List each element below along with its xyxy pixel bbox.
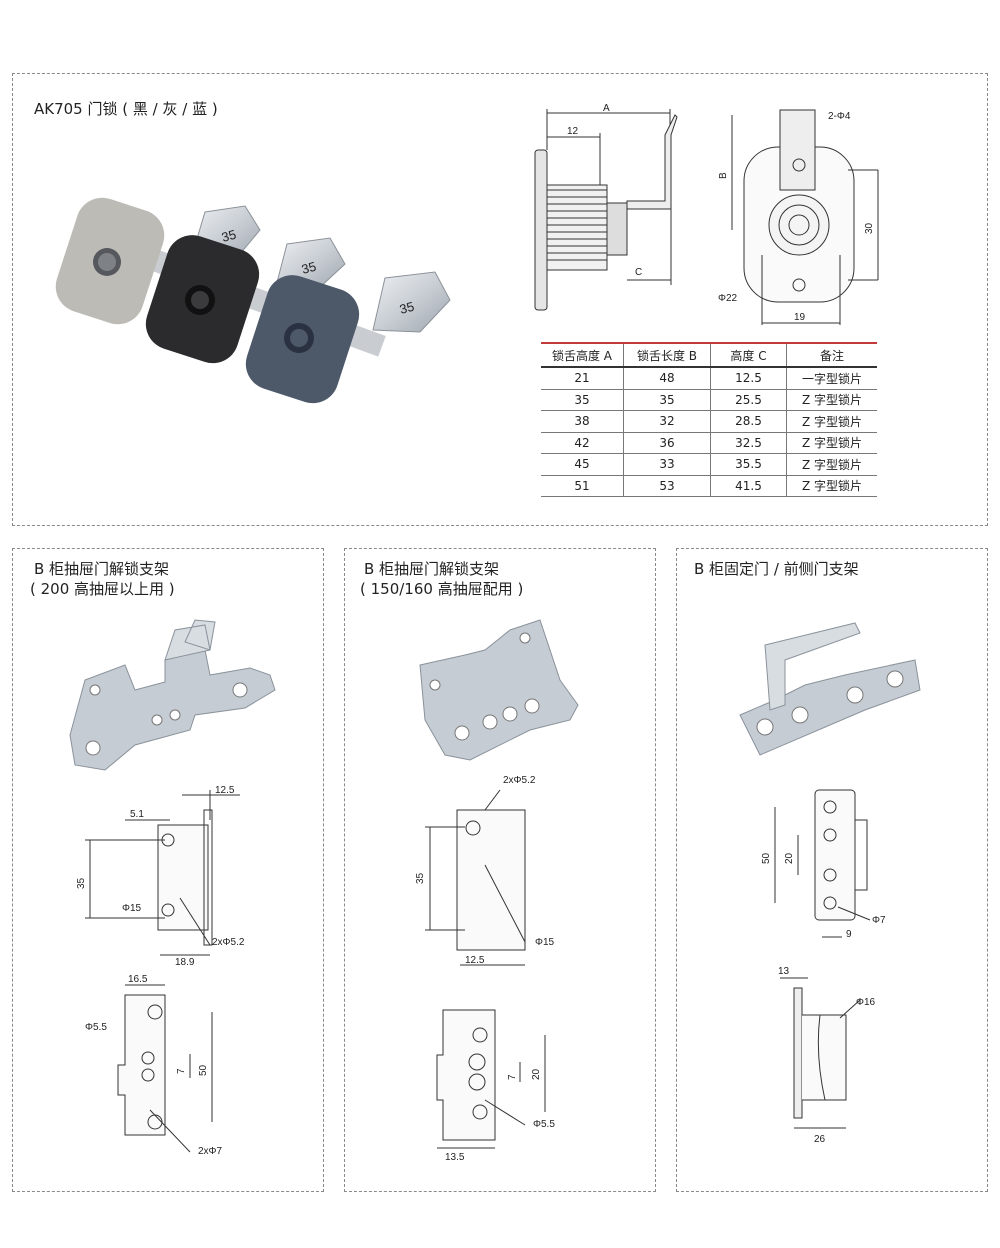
table-cell: 一字型锁片 [786,366,877,390]
tongue-label-3: 35 [398,299,416,317]
panel3-drawing-top: 50 20 Φ7 9 [761,789,886,940]
table-cell: 38 [541,410,624,433]
tongue-label-2: 35 [300,259,318,277]
lock-side-view-drawing: A 12 C [534,103,678,311]
table-cell: 32.5 [710,431,787,454]
p1-dim-2phi7: 2xΦ7 [198,1146,223,1157]
p1-dim-7: 7 [176,1068,187,1074]
panel1-drawing-top: 12.5 5.1 35 Φ15 2xΦ5.2 18.9 [76,785,245,968]
p2-dim-13-5: 13.5 [445,1152,465,1163]
p3-dim-50: 50 [761,852,772,864]
dim-30: 30 [864,222,875,234]
p3-dim-phi7: Φ7 [872,915,886,926]
panel2-title-line1: B 柜抽屉门解锁支架 [364,560,500,578]
p1-dim-12-5: 12.5 [215,785,235,796]
p2-dim-2phi5-2: 2xΦ5.2 [503,775,536,786]
dim-12: 12 [567,126,579,137]
panel2-title-line2: ( 150/160 高抽屉配用 ) [360,580,524,598]
bracket-panel-2 [344,548,656,1192]
bracket-panel-1 [12,548,324,1192]
dim-19: 19 [794,312,806,323]
table-cell: 35 [541,388,624,411]
table-cell: 48 [623,366,711,390]
panel1-title-line1: B 柜抽屉门解锁支架 [34,560,170,578]
p2-dim-7: 7 [507,1074,518,1080]
panel2-bracket-photo [419,619,579,761]
p1-dim-5-1: 5.1 [130,809,144,820]
p2-dim-35: 35 [415,872,426,884]
p1-dim-18-9: 18.9 [175,957,195,968]
table-cell: 42 [541,431,624,454]
p1-dim-50: 50 [198,1064,209,1076]
p1-dim-2phi5-2: 2xΦ5.2 [212,937,245,948]
p3-dim-9: 9 [846,929,852,940]
dim-c: C [635,267,642,278]
product-title: AK705 门锁 ( 黑 / 灰 / 蓝 ) [34,100,218,118]
dim-phi22: Φ22 [718,293,738,304]
p1-dim-phi15: Φ15 [122,903,142,914]
panel1-drawing-bottom: 16.5 Φ5.5 7 50 2xΦ7 [85,974,223,1157]
lock-product-photo: 35 35 35 [55,197,451,404]
p1-dim-35: 35 [76,877,87,889]
p3-dim-13: 13 [778,966,790,977]
table-cell: 45 [541,453,624,476]
table-cell: 35.5 [710,453,787,476]
p1-dim-phi5-5: Φ5.5 [85,1022,107,1033]
p2-dim-20: 20 [531,1068,542,1080]
table-cell: 51 [541,474,624,497]
panel3-title: B 柜固定门 / 前侧门支架 [694,560,859,578]
table-cell: 53 [623,474,711,497]
lock-front-view-drawing: B 2-Φ4 30 Φ22 19 [718,109,879,325]
table-cell: 41.5 [710,474,787,497]
p2-dim-12-5: 12.5 [465,955,485,966]
blue-lock [245,275,360,404]
panel1-title-line2: ( 200 高抽屉以上用 ) [30,580,175,598]
table-cell: 21 [541,366,624,390]
table-cell: 33 [623,453,711,476]
table-cell: Z 字型锁片 [786,388,877,411]
panel2-drawing-bottom: 7 20 Φ5.5 13.5 [436,1009,555,1163]
table-cell: 36 [623,431,711,454]
col-header-a: 锁舌高度 A [541,342,624,368]
table-cell: 12.5 [710,366,787,390]
dim-b: B [718,172,729,179]
table-cell: Z 字型锁片 [786,431,877,454]
table-cell: Z 字型锁片 [786,410,877,433]
p1-dim-16-5: 16.5 [128,974,148,985]
p3-dim-20: 20 [784,852,795,864]
table-cell: Z 字型锁片 [786,453,877,476]
panel3-bracket-photo [739,622,921,756]
table-cell: Z 字型锁片 [786,474,877,497]
col-header-c: 高度 C [710,342,787,368]
dim-a: A [603,103,610,114]
table-cell: 35 [623,388,711,411]
panel1-bracket-photo [69,619,276,771]
panel3-drawing-bottom: 13 Φ16 26 [778,966,876,1145]
col-header-b: 锁舌长度 B [623,342,711,368]
panel2-drawing-top: 2xΦ5.2 35 Φ15 12.5 [415,775,555,966]
p3-dim-phi16: Φ16 [856,997,876,1008]
p2-dim-phi15: Φ15 [535,937,555,948]
table-cell: 32 [623,410,711,433]
p3-dim-26: 26 [814,1134,826,1145]
top-product-panel [12,73,988,526]
bracket-panel-3 [676,548,988,1192]
p2-dim-phi5-5: Φ5.5 [533,1119,555,1130]
dim-2phi4: 2-Φ4 [828,111,851,122]
tongue-label-1: 35 [220,227,238,245]
grey-lock [55,197,165,325]
spec-table-header: 锁舌高度 A 锁舌长度 B 高度 C 备注 [541,342,877,368]
table-cell: 25.5 [710,388,787,411]
col-header-note: 备注 [786,342,877,368]
black-lock [145,235,260,364]
table-cell: 28.5 [710,410,787,433]
